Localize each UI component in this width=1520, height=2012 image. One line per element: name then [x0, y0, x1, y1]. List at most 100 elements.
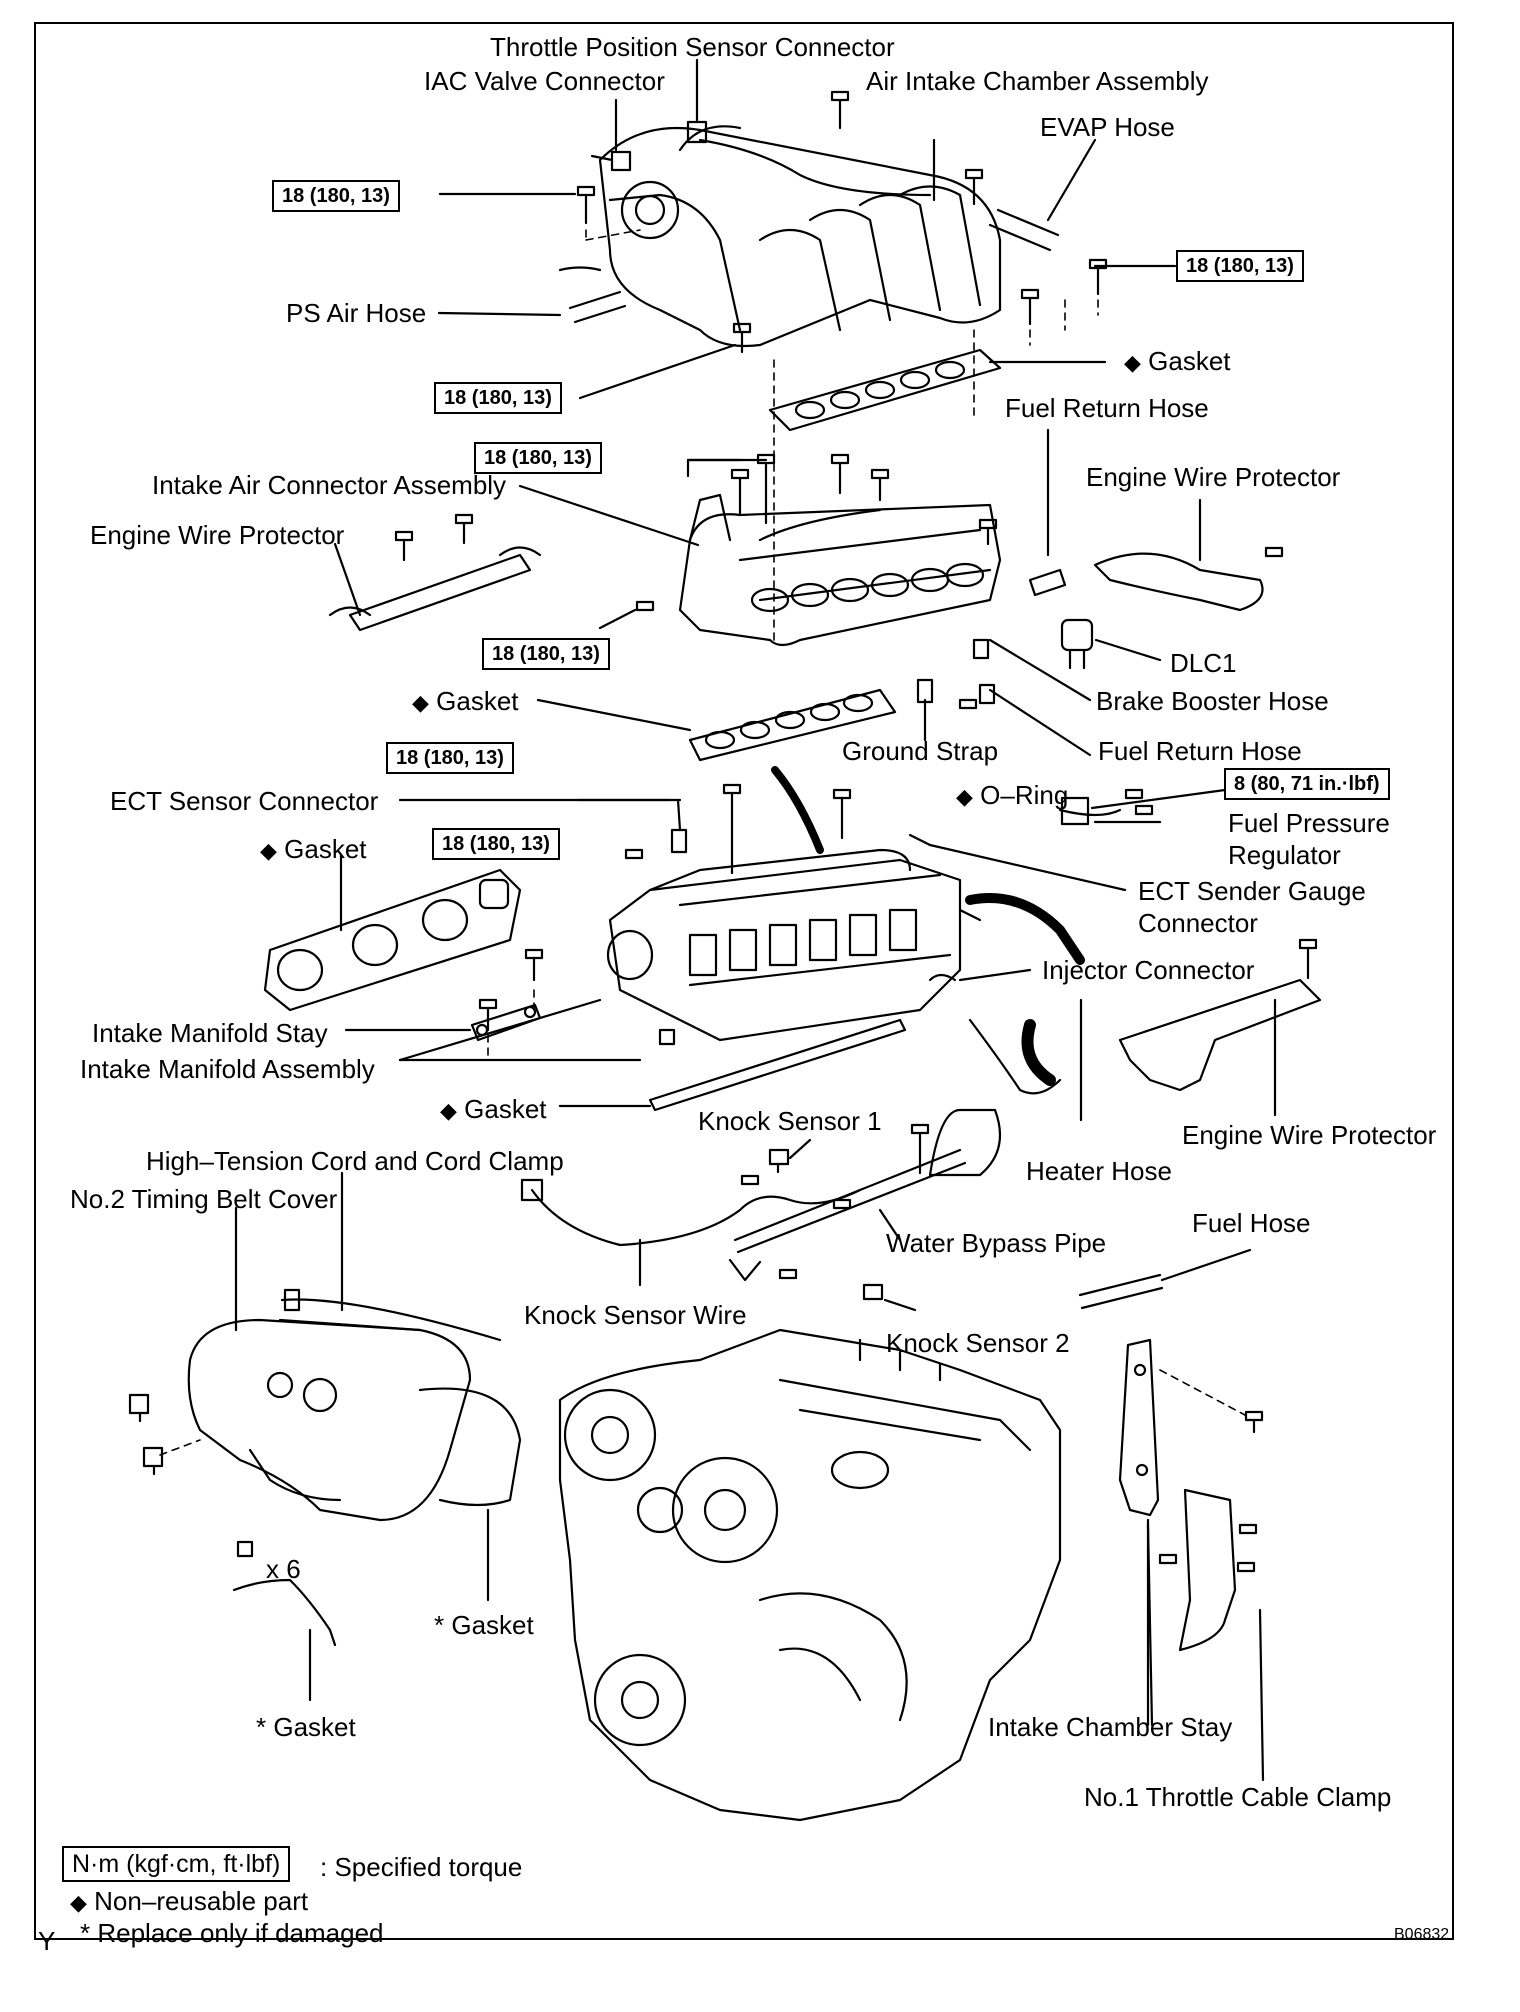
injector-connector-part [928, 973, 957, 982]
intake-air-connector-part [678, 493, 1002, 647]
iac-connector-label: IAC Valve Connector [424, 66, 665, 96]
ground-strap-part [916, 678, 934, 704]
corner-letter: Y [38, 1926, 56, 1956]
torque-box-2: 18 (180, 13) [1176, 250, 1304, 282]
ect-sensor-connector-label: ECT Sensor Connector [110, 786, 379, 816]
air-intake-chamber-label: Air Intake Chamber Assembly [866, 66, 1209, 96]
star-gasket-label-right: * Gasket [434, 1610, 534, 1640]
knock-sensor-2-label: Knock Sensor 2 [886, 1328, 1070, 1358]
evap-hose-leader [1046, 138, 1097, 222]
engine-wire-protector-label-2: Engine Wire Protector [90, 520, 345, 550]
heater-hose-part [1021, 1019, 1056, 1086]
evap-hose-part [988, 208, 1060, 252]
tps-connector-label: Throttle Position Sensor Connector [490, 32, 895, 62]
high-tension-cords-part [278, 1298, 502, 1342]
alignment-lines-stay [487, 989, 535, 1061]
regulator-body [1060, 796, 1090, 826]
gasket-text: Gasket [464, 1094, 547, 1124]
fuel-return-hose-label-bottom: Fuel Return Hose [1098, 736, 1302, 766]
ect-sensor-connector-part [670, 828, 688, 854]
diamond-icon: ◆ [1124, 350, 1141, 375]
figure-code: B06832 [1394, 1926, 1450, 1943]
fuel-pressure-regulator-label-2: Regulator [1228, 840, 1341, 870]
lower-gasket-part [688, 688, 897, 762]
water-bypass-tube [968, 1018, 1062, 1095]
diamond-icon: ◆ [440, 1098, 457, 1123]
legend-unit-box: N·m (kgf·cm, ft·lbf) [62, 1846, 291, 1882]
brake-booster-hose-fitting [972, 638, 990, 660]
legend-replace: * Replace only if damaged [80, 1918, 384, 1948]
bolt-x6 [236, 1540, 254, 1558]
diagram-frame [34, 22, 1454, 1940]
fuel-return-hose-fitting [978, 683, 996, 705]
no2-timing-belt-cover-label: No.2 Timing Belt Cover [70, 1184, 338, 1214]
dlc1-label: DLC1 [1170, 648, 1237, 678]
fuel-hose-part [1078, 1273, 1164, 1310]
diamond-icon: ◆ [956, 784, 973, 809]
knock-sensor-2-part [862, 1283, 884, 1301]
torque-box-5: 18 (180, 13) [482, 638, 610, 670]
diamond-icon: ◆ [260, 838, 277, 863]
knock-sensor-wire-part [530, 1188, 862, 1247]
fuel-hose-label: Fuel Hose [1192, 1208, 1311, 1238]
no1-throttle-cable-clamp-part [1178, 1488, 1258, 1652]
legend-unit-desc: : Specified torque [320, 1852, 523, 1882]
high-tension-cord-label: High–Tension Cord and Cord Clamp [146, 1146, 564, 1176]
torque-box-1: 18 (180, 13) [272, 180, 400, 212]
torque-box-4: 18 (180, 13) [474, 442, 602, 474]
gasket-label-bottom: ◆ Gasket [440, 1094, 547, 1126]
cord-clamps-part [128, 1393, 164, 1476]
tps-connector-part [686, 58, 708, 144]
knock-sensor-1-part [768, 1148, 790, 1174]
fuel-return-hose-label-top: Fuel Return Hose [1005, 393, 1209, 423]
o-ring-text: O–Ring [980, 780, 1069, 810]
no2-timing-belt-cover-part [187, 1318, 472, 1522]
heater-hose-label: Heater Hose [1026, 1156, 1172, 1186]
engine-block-part [558, 1328, 1062, 1822]
gasket-label-top: ◆ Gasket [1124, 346, 1231, 378]
upper-gasket-part [768, 348, 1002, 432]
left-gasket-part [263, 868, 522, 1012]
bolts-top [576, 90, 1108, 354]
torque-box-regulator: 8 (80, 71 in.·lbf) [1224, 768, 1390, 800]
fuel-rail-tube [771, 766, 824, 854]
water-bypass-flange [928, 1108, 1002, 1177]
gasket-text: Gasket [284, 834, 367, 864]
ps-air-hose-label: PS Air Hose [286, 298, 427, 328]
intake-chamber-stay-label: Intake Chamber Stay [988, 1712, 1233, 1742]
star-gasket-label-left: * Gasket [256, 1712, 356, 1742]
o-ring-label: ◆ O–Ring [956, 780, 1068, 812]
intake-manifold-part [606, 848, 962, 1042]
iac-connector-part [590, 98, 632, 172]
knock-sensor-wire-label: Knock Sensor Wire [524, 1300, 747, 1330]
bottom-gasket-part [648, 1018, 907, 1112]
diamond-icon: ◆ [412, 690, 429, 715]
water-bypass-pipe-label: Water Bypass Pipe [886, 1228, 1107, 1258]
gasket-label-left: ◆ Gasket [260, 834, 367, 866]
fuel-pressure-regulator-label-1: Fuel Pressure [1228, 808, 1390, 838]
injector-connector-label: Injector Connector [1042, 955, 1255, 985]
knock-wire-connector [520, 1178, 544, 1202]
heater-hose-upper [965, 893, 1085, 965]
ground-strap-label: Ground Strap [842, 736, 999, 766]
x6-label: x 6 [266, 1554, 301, 1584]
intake-manifold-stay-part [470, 1003, 542, 1042]
torque-box-3: 18 (180, 13) [434, 382, 562, 414]
ps-air-hose-part [568, 290, 627, 324]
ect-sender-label-2: Connector [1138, 908, 1258, 938]
star-gasket-lower-part [232, 1578, 337, 1647]
no1-throttle-cable-clamp-label: No.1 Throttle Cable Clamp [1084, 1782, 1392, 1812]
evap-hose-label: EVAP Hose [1040, 112, 1175, 142]
intake-manifold-stay-label: Intake Manifold Stay [92, 1018, 328, 1048]
dlc1-part [1060, 618, 1094, 670]
intake-air-connector-label: Intake Air Connector Assembly [152, 470, 507, 500]
ect-sender-part [908, 833, 932, 847]
legend-non-reusable: ◆ Non–reusable part [70, 1886, 308, 1918]
gasket-text: Gasket [1148, 346, 1231, 376]
ect-sender-label-1: ECT Sender Gauge [1138, 876, 1366, 906]
gasket-text: Gasket [436, 686, 519, 716]
air-intake-chamber-part [558, 125, 1002, 348]
engine-wire-protector-label-3: Engine Wire Protector [1182, 1120, 1437, 1150]
brake-booster-hose-label: Brake Booster Hose [1096, 686, 1329, 716]
